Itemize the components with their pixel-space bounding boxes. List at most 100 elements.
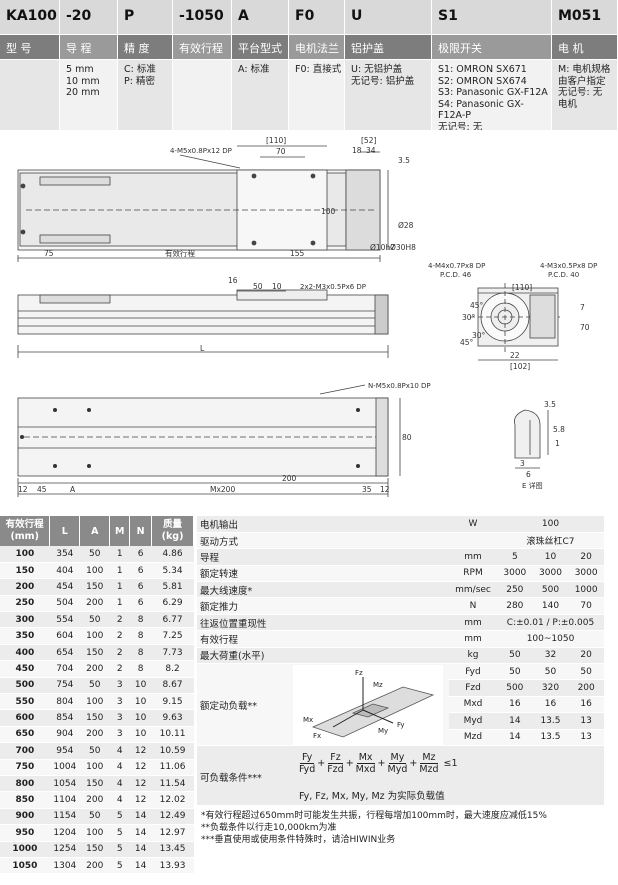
table-cell: 500 — [0, 677, 50, 695]
table-cell: 750 — [0, 759, 50, 776]
axis-label: My — [378, 727, 388, 735]
plus-sign: + — [377, 758, 386, 770]
table-cell: 12 — [129, 759, 152, 776]
spec-value: 1000 — [568, 581, 604, 599]
side-dim-50: 50 — [253, 282, 263, 291]
table-cell: 4 — [109, 791, 130, 809]
table-cell: 1304 — [49, 857, 80, 875]
spec-value: 100 — [497, 516, 604, 533]
table-cell: 1204 — [49, 824, 80, 842]
bottom-dim-35: 35 — [362, 485, 372, 494]
formula-rhs: ≤1 — [443, 758, 458, 770]
table-cell: 8.67 — [151, 677, 194, 695]
table-cell: 1 — [109, 595, 130, 613]
spec-value: 100~1050 — [497, 630, 604, 648]
spec-unit: mm — [449, 630, 497, 648]
dim-18: 18 — [352, 146, 362, 155]
table-cell: 1 — [109, 546, 130, 563]
load-value: 16 — [497, 696, 533, 714]
spec-name: 往返位置重现性 — [197, 614, 449, 632]
end-note-3: 4-M3x0.5Px8 DP — [540, 262, 597, 270]
bottom-hole-note: N-M5x0.8Px10 DP — [368, 382, 431, 390]
opt-stroke — [173, 60, 231, 130]
spec-unit: W — [449, 516, 497, 533]
table-cell: 504 — [49, 595, 80, 613]
table-cell: 950 — [0, 824, 50, 842]
load-value: 16 — [568, 696, 604, 714]
spec-value: 3000 — [568, 565, 604, 583]
table-cell: 1054 — [49, 775, 80, 793]
table-cell: 454 — [49, 578, 80, 596]
table-cell: 700 — [0, 742, 50, 760]
code-motor: M051 — [552, 0, 617, 34]
axis-label: Fz — [355, 669, 363, 677]
end-dim-102: [102] — [510, 362, 530, 371]
table-cell: 2 — [109, 611, 130, 629]
dim-d28: Ø28 — [398, 221, 414, 230]
formula-denominator: Mxd — [355, 764, 376, 776]
table-cell: 800 — [0, 775, 50, 793]
dim-d10: Ø10h7 — [370, 243, 395, 252]
load-value: 200 — [568, 679, 604, 697]
top-hole-note: 4-M5x0.8Px12 DP — [170, 147, 232, 155]
table-cell: 1104 — [49, 791, 80, 809]
spec-value: 500 — [532, 581, 569, 599]
table-cell: 804 — [49, 693, 80, 711]
spec-value: 3000 — [532, 565, 569, 583]
bottom-holes — [20, 408, 360, 468]
load-name: Mxd — [449, 696, 497, 714]
table-cell: 8.2 — [151, 660, 194, 678]
table-cell: 854 — [49, 709, 80, 727]
detail-e — [514, 409, 549, 469]
table-cell: 5 — [109, 808, 130, 826]
table-cell: 300 — [0, 611, 50, 629]
table-cell: 250 — [0, 595, 50, 613]
table-cell: 6 — [129, 578, 152, 596]
dim-70: 70 — [276, 147, 286, 156]
table-cell: 14 — [129, 808, 152, 826]
formula-denominator: Fzd — [327, 764, 344, 776]
table-cell: 1154 — [49, 808, 80, 826]
table-cell: 3 — [109, 693, 130, 711]
table-cell: 900 — [0, 808, 50, 826]
table-cell: 10 — [129, 677, 152, 695]
axis-label: Mx — [303, 716, 313, 724]
end-dim-70: 70 — [580, 323, 590, 332]
bottom-view — [17, 384, 401, 497]
table-cell: 904 — [49, 726, 80, 744]
load-value: 14 — [497, 712, 533, 730]
spec-unit: mm — [449, 548, 497, 566]
table-cell: 12.49 — [151, 808, 194, 826]
th-m: M — [109, 516, 131, 546]
table-cell: 6 — [129, 595, 152, 613]
spec-name: 额定推力 — [197, 597, 449, 615]
spec-row: 驱动方式滚珠丝杠C7 — [197, 532, 604, 550]
table-cell: 100 — [0, 546, 50, 563]
detail-dim-1: 1 — [555, 439, 560, 448]
footnote-2: **负载条件以行走10,000km为准 — [201, 823, 337, 834]
table-cell: 400 — [0, 644, 50, 662]
load-value: 13 — [568, 712, 604, 730]
top-view — [17, 145, 389, 262]
table-cell: 1050 — [0, 857, 50, 875]
detail-label: E 详图 — [522, 481, 543, 490]
end-dim-45a: 45° — [470, 301, 484, 310]
table-cell: 12 — [129, 775, 152, 793]
dim-110: [110] — [266, 136, 286, 145]
spec-value: 20 — [568, 548, 604, 566]
table-cell: 6 — [129, 562, 152, 580]
spec-value: 250 — [497, 581, 533, 599]
